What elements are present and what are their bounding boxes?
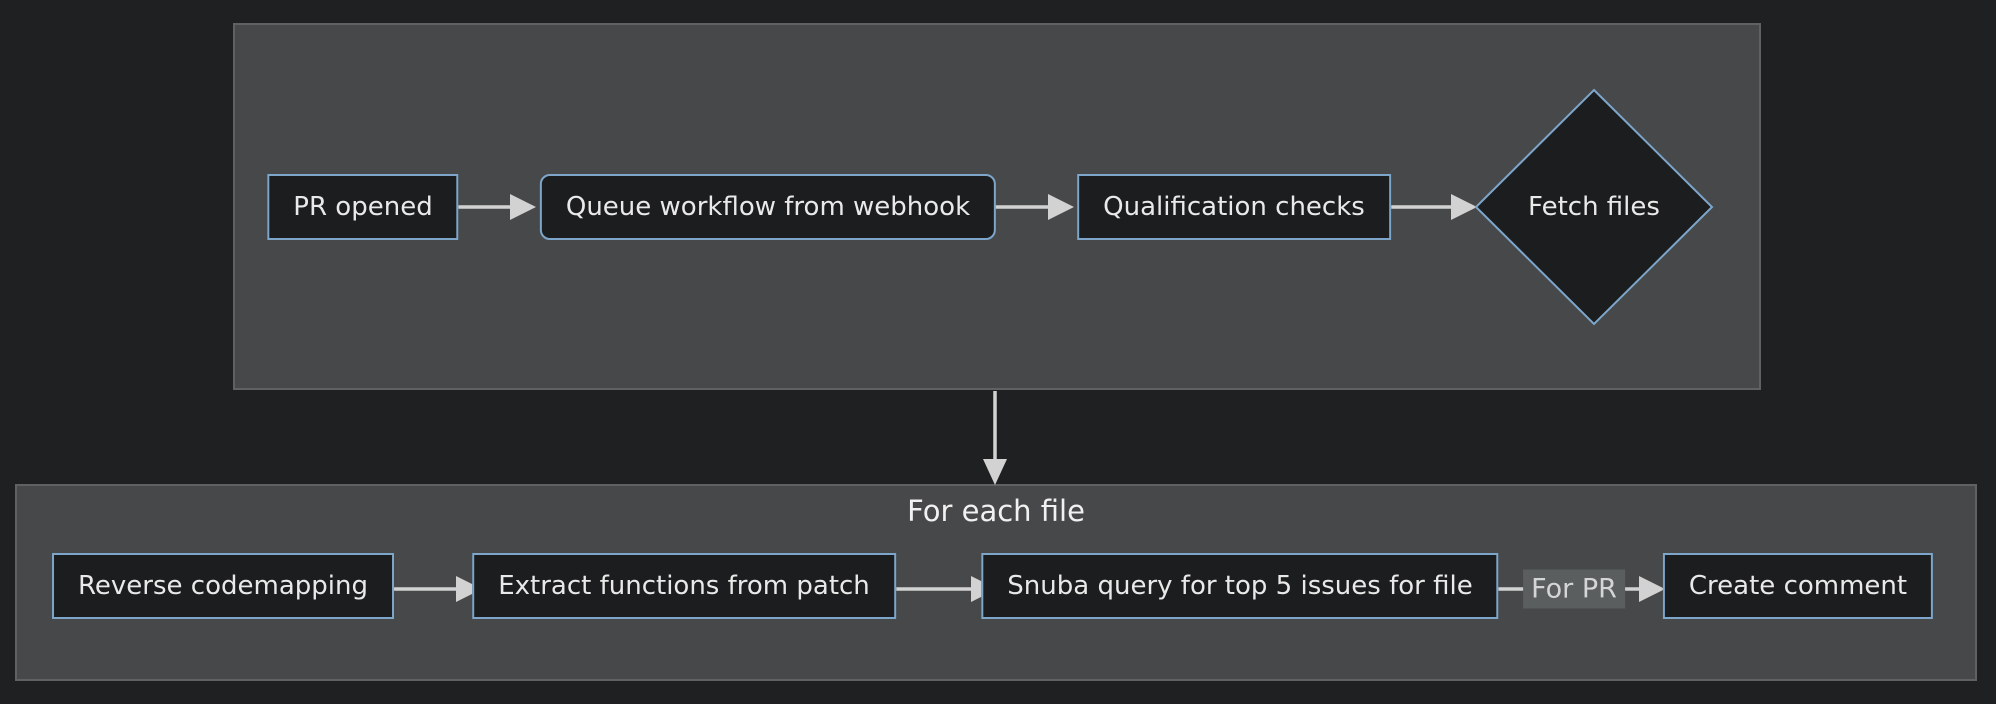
cluster-for-each-file-title: For each file (907, 494, 1085, 528)
node-create-comment: Create comment (1662, 553, 1934, 619)
node-fetch-files-shape (1474, 88, 1714, 326)
node-snuba-query: Snuba query for top 5 issues for file (981, 553, 1499, 619)
node-qualification-checks: Qualification checks (1077, 174, 1391, 240)
node-queue-workflow: Queue workflow from webhook (539, 174, 997, 240)
edge-label-for-pr: For PR (1523, 569, 1625, 609)
arrowhead-fetchfiles-to-foreach (983, 459, 1007, 485)
arrowhead-reverse-to-extract (456, 576, 482, 602)
node-pr-opened: PR opened (267, 174, 459, 240)
arrowhead-propened-to-queue (510, 194, 536, 220)
node-extract-functions: Extract functions from patch (472, 553, 896, 619)
node-reverse-codemapping: Reverse codemapping (52, 553, 394, 619)
arrowhead-queue-to-qualification (1048, 194, 1074, 220)
node-fetch-files-label: Fetch files (1528, 192, 1660, 222)
arrowhead-qualification-to-fetchfiles (1451, 194, 1477, 220)
arrowhead-snuba-to-comment (1639, 576, 1665, 602)
